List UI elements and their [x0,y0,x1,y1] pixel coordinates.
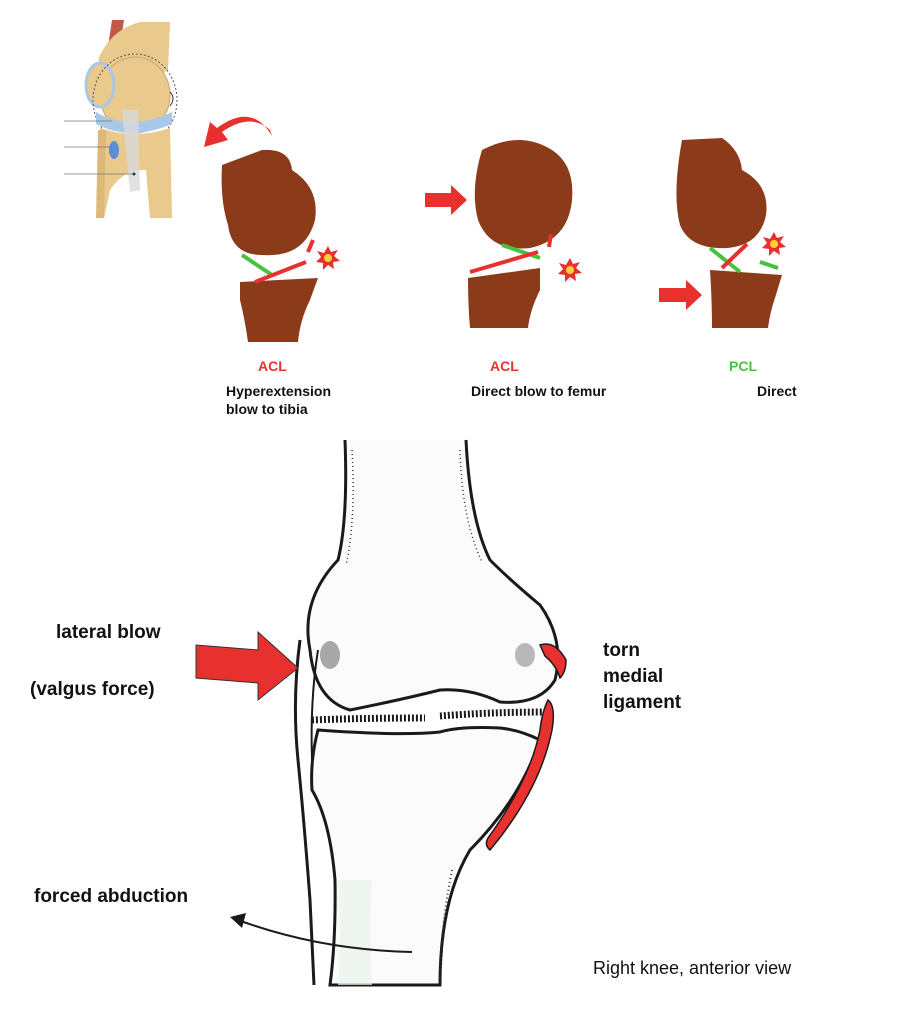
push-arrow-icon [659,280,702,310]
tibia-shape [710,270,782,328]
valgus-force-label: (valgus force) [30,679,155,700]
panel-2-ligament-label: ACL [490,358,519,374]
panel-3-mechanism-line-1: Direct [757,383,797,399]
femur-shape [221,149,316,256]
lateral-blow-label: lateral blow [56,622,161,643]
anterior-knee-drawing [195,439,567,987]
femur-shape [474,140,573,249]
lateral-blow-arrow-icon [195,630,299,702]
torn-label-line-3: ligament [603,692,682,713]
knee-anatomy-inset [64,18,178,218]
tibia-shape [240,278,318,342]
torn-medial-ligament-label: torn medial ligament [603,638,681,716]
femur-shape [676,138,767,249]
push-arrow-icon [425,185,467,215]
panel-3-ligament-label: PCL [729,358,757,374]
tibia-shape [468,268,540,328]
panel-3-mechanism: Direct [757,382,797,400]
panel-acl-hyperextension [204,116,340,342]
panel-pcl-direct [659,138,786,328]
torn-label-line-2: medial [603,666,664,687]
torn-label-line-1: torn [603,640,640,661]
panel-2-mechanism: Direct blow to femur [471,382,606,400]
panel-1-mechanism-line-1: Hyperextension [226,383,332,399]
torn-ligament-upper [538,643,567,680]
panel-acl-femur-blow [425,140,582,328]
torn-ligament-lower [485,698,555,852]
panel-1-mechanism: Hyperextension blow to tibia [226,382,331,418]
panel-1-mechanism-line-2: blow to tibia [226,401,308,417]
figure-caption: Right knee, anterior view [593,958,792,978]
forced-abduction-arrow-icon [237,919,413,953]
forced-abduction-label: forced abduction [34,886,189,907]
panel-1-ligament-label: ACL [258,358,287,374]
panel-2-mechanism-line-1: Direct blow to femur [471,383,607,399]
rotation-arrow-icon [204,116,272,147]
